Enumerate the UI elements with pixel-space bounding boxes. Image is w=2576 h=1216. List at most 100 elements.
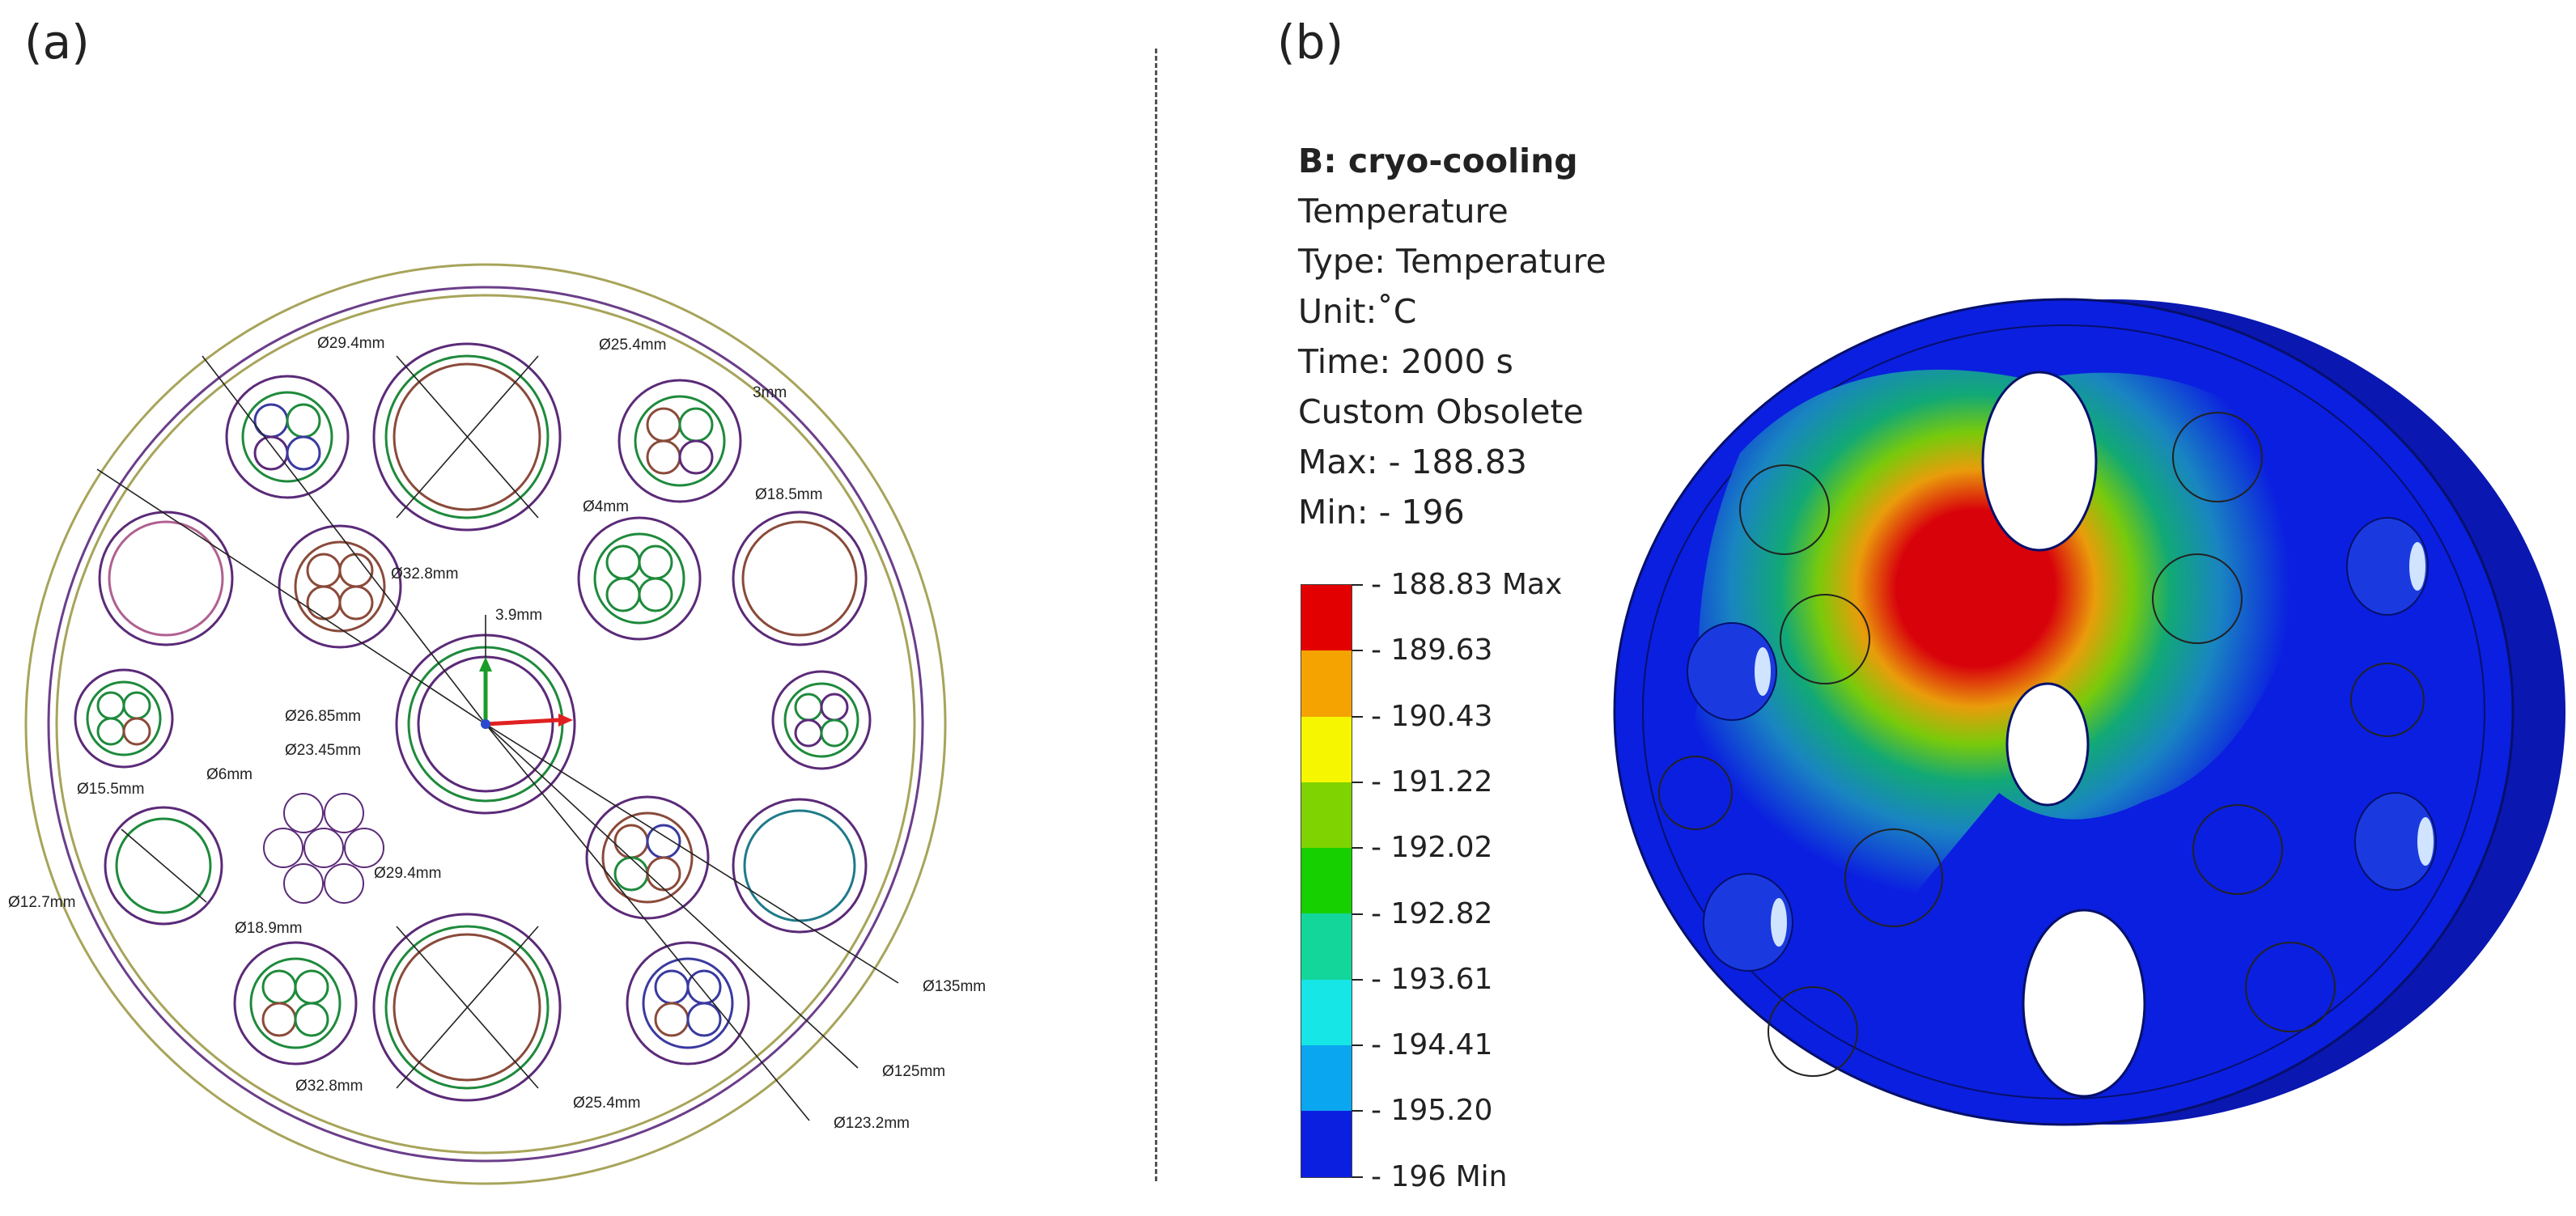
- side-port: [2354, 792, 2437, 891]
- legend-tick: [1352, 1110, 1363, 1112]
- bundle-lower-right: [585, 795, 710, 920]
- legend-label: - 192.82: [1371, 896, 1493, 930]
- seven-hole-outline: [1844, 828, 1943, 927]
- side-bore-left-lower: [104, 806, 223, 926]
- dim-text: Ø4mm: [583, 498, 629, 515]
- bundle-mid-left: [278, 524, 402, 649]
- bundle-outline: [1739, 464, 1830, 555]
- thermal-simulation-render: [1613, 298, 2565, 1126]
- side-bore-right-lower: [732, 798, 868, 934]
- dim-text: 3mm: [753, 384, 787, 401]
- info-line: Min: - 196: [1298, 493, 1465, 532]
- seven-hole-cluster: [263, 793, 384, 904]
- legend-swatch: [1301, 1045, 1352, 1112]
- thermal-field: [1692, 369, 2322, 994]
- legend-label: - 192.02: [1371, 831, 1493, 865]
- bundle-outline: [2192, 804, 2283, 895]
- legend-label: - 190.43: [1371, 699, 1493, 733]
- dim-text: Ø18.5mm: [755, 486, 822, 503]
- legend-label: - 189.63: [1371, 633, 1493, 667]
- legend-swatch: [1301, 650, 1352, 717]
- legend-tick: [1352, 584, 1363, 586]
- legend-swatch: [1301, 979, 1352, 1046]
- info-line: Time: 2000 s: [1298, 342, 1513, 381]
- dim-text: Ø123.2mm: [834, 1115, 910, 1132]
- dim-text: 3.9mm: [495, 607, 542, 624]
- legend-tick: [1352, 978, 1363, 981]
- legend-label: - 193.61: [1371, 962, 1493, 996]
- side-port: [2346, 517, 2429, 616]
- bundle-outline: [1658, 756, 1733, 830]
- axis-triad: [479, 657, 573, 729]
- legend-tick: [1352, 1044, 1363, 1047]
- outer-flange-circle: [24, 263, 947, 1185]
- dimension-leaders: [96, 355, 899, 1121]
- through-hole-top: [1981, 371, 2098, 552]
- dim-text: Ø6mm: [206, 766, 253, 783]
- dim-text: Ø32.8mm: [295, 1078, 363, 1095]
- bundle-mid-right: [577, 516, 702, 641]
- side-port: [1687, 622, 1777, 721]
- bundle-outline: [2350, 663, 2425, 737]
- bundle-outline: [1780, 594, 1870, 684]
- legend-swatch: [1301, 1111, 1352, 1177]
- side-port: [1703, 873, 1793, 972]
- legend-tick: [1352, 847, 1363, 850]
- bundle-bottom-left: [233, 941, 358, 1066]
- dim-text: Ø23.45mm: [285, 742, 361, 759]
- legend-swatch: [1301, 848, 1352, 914]
- bundle-outline: [1768, 986, 1858, 1077]
- analysis-title: B: cryo-cooling: [1298, 142, 1578, 180]
- legend-label: - 194.41: [1371, 1028, 1493, 1062]
- dim-text: Ø125mm: [882, 1063, 945, 1080]
- dim-text: Ø12.7mm: [8, 894, 75, 911]
- bundle-outline: [2245, 942, 2336, 1032]
- inner-ring-circle-2: [55, 294, 916, 1155]
- panel-label-b: (b): [1277, 15, 1344, 70]
- temperature-legend-bar: [1301, 584, 1352, 1178]
- result-info-block: B: cryo-cooling Temperature Type: Temper…: [1298, 136, 1606, 537]
- bundle-far-right: [771, 670, 872, 770]
- dim-text: Ø25.4mm: [573, 1095, 640, 1112]
- dim-text: Ø135mm: [923, 978, 986, 995]
- cross-section-drawing: Ø29.4mm Ø25.4mm 3mm Ø4mm Ø18.5mm Ø32.8mm…: [8, 263, 986, 1185]
- dim-text: Ø32.8mm: [391, 566, 458, 583]
- panel-divider: [1155, 49, 1157, 1181]
- large-bore-bottom: [372, 913, 562, 1102]
- bundle-outline: [2152, 553, 2243, 644]
- legend-label: - 191.22: [1371, 765, 1493, 799]
- bundle-top-right: [617, 379, 742, 503]
- bundle-far-left: [74, 668, 174, 769]
- large-bore-top: [372, 342, 562, 532]
- inner-ring-circle-1: [47, 286, 924, 1163]
- dim-text: Ø29.4mm: [374, 865, 441, 882]
- bundle-top-left: [225, 375, 350, 499]
- panel-label-a: (a): [24, 15, 90, 70]
- legend-tick: [1352, 913, 1363, 915]
- dim-text: Ø15.5mm: [77, 781, 144, 798]
- legend-swatch: [1301, 782, 1352, 849]
- dim-text: Ø29.4mm: [317, 335, 384, 352]
- info-line: Type: Temperature: [1298, 242, 1606, 281]
- side-bore-left-upper: [98, 511, 234, 646]
- info-line: Custom Obsolete: [1298, 392, 1584, 431]
- legend-tick: [1352, 781, 1363, 783]
- info-line: Max: - 188.83: [1298, 443, 1527, 481]
- legend-swatch: [1301, 716, 1352, 782]
- dim-text: Ø25.4mm: [599, 337, 666, 354]
- through-hole-center: [2005, 682, 2090, 807]
- legend-tick: [1352, 1176, 1363, 1178]
- side-bore-right-upper: [732, 511, 868, 646]
- dim-text: Ø26.85mm: [285, 708, 361, 725]
- bundle-outline: [2172, 412, 2263, 502]
- dim-text: Ø18.9mm: [235, 920, 302, 937]
- legend-tick: [1352, 650, 1363, 652]
- legend-tick: [1352, 715, 1363, 718]
- legend-swatch: [1301, 913, 1352, 980]
- disc-rim: [1642, 324, 2485, 1099]
- info-line: Unit:˚C: [1298, 292, 1417, 331]
- info-line: Temperature: [1298, 192, 1509, 231]
- through-hole-bottom: [2022, 909, 2146, 1098]
- legend-label: - 188.83 Max: [1371, 568, 1563, 601]
- legend-swatch: [1301, 585, 1352, 651]
